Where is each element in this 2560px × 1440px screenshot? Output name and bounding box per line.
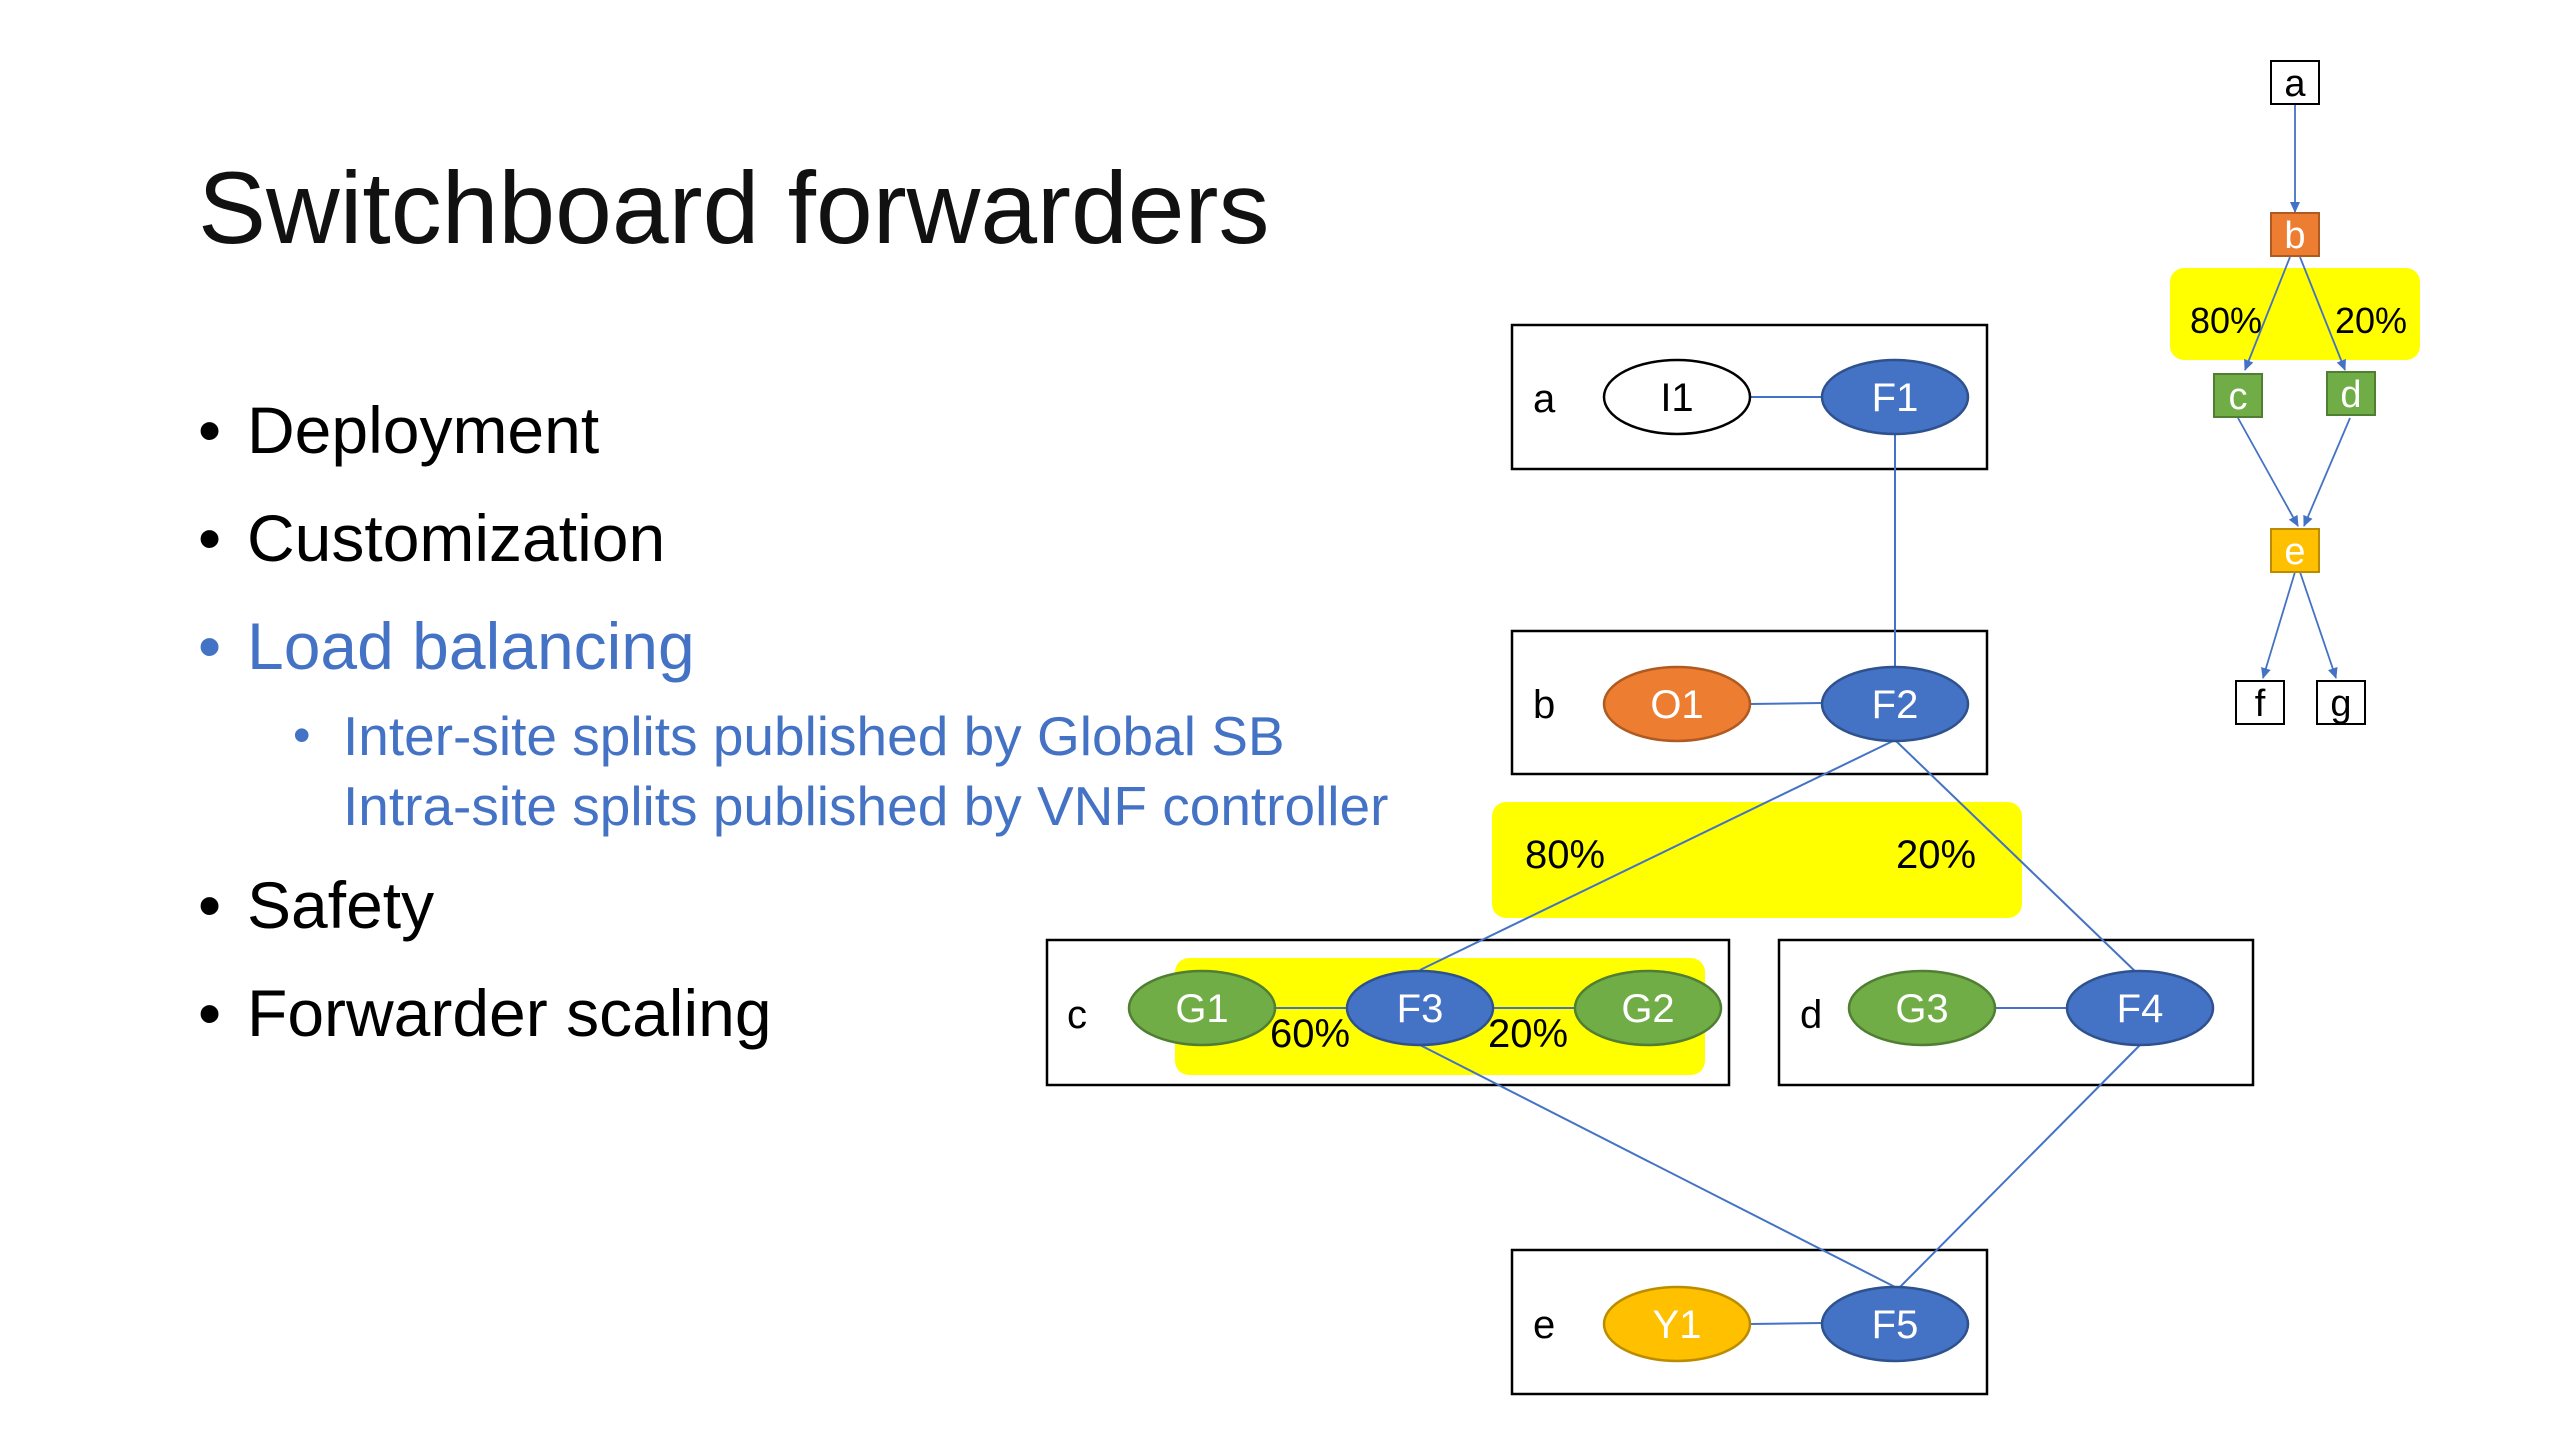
node-f4	[2065, 969, 2215, 1047]
bullet-dot: •	[198, 976, 222, 1050]
bullet-text: Deployment	[247, 393, 600, 467]
bullet-text: Load balancing	[247, 609, 695, 683]
mini-node-a	[2270, 60, 2320, 105]
mini-node-f	[2235, 680, 2285, 725]
edge-f2-f3	[1419, 739, 1896, 971]
node-label-i1: I1	[1660, 376, 1693, 420]
node-f3	[1345, 969, 1495, 1047]
mini-label-c: c	[2229, 376, 2248, 418]
split-labels: 80% 20% 60% 20%	[1270, 833, 1976, 1056]
mini-split-right: 20%	[2335, 300, 2407, 341]
node-y1	[1602, 1285, 1752, 1363]
inter-split-left: 80%	[1525, 833, 1605, 877]
mini-label-e: e	[2284, 531, 2305, 573]
edge-f2-f4	[1894, 739, 2141, 977]
mini-node-c	[2213, 373, 2263, 418]
site-label-e: e	[1533, 1303, 1555, 1347]
node-g2	[1573, 969, 1723, 1047]
mini-split-labels: 80% 20%	[2190, 300, 2407, 341]
site-box-a	[1510, 323, 1989, 471]
site-label-c: c	[1067, 993, 1087, 1037]
site-label-a: a	[1533, 377, 1556, 421]
node-g1	[1127, 969, 1277, 1047]
bullet-dot: •	[198, 393, 222, 467]
mini-label-f: f	[2255, 683, 2266, 725]
bullet-text: Forwarder scaling	[247, 976, 772, 1050]
site-labels: a b c d e	[1067, 377, 1822, 1347]
slide-title: Switchboard forwarders	[198, 151, 1270, 265]
node-label-g1: G1	[1175, 987, 1228, 1031]
intra-split-right: 20%	[1488, 1012, 1568, 1056]
edge-o1-f2	[1749, 702, 1823, 705]
mini-edge-b-c	[2244, 256, 2291, 371]
mini-edge-b-d	[2299, 256, 2346, 371]
bullet-dot: •	[198, 609, 222, 683]
sub-bullet-line-2: Intra-site splits published by VNF contr…	[343, 775, 1389, 837]
mini-label-d: d	[2340, 374, 2361, 416]
node-labels: I1 F1 O1 F2 G1 F3 G2 G3 F4 Y1 F5	[1175, 376, 2163, 1347]
edge-y1-f5	[1749, 1322, 1823, 1325]
node-label-f3: F3	[1397, 987, 1444, 1031]
edges	[1275, 396, 2141, 1325]
mini-edge-e-g	[2299, 571, 2338, 679]
mini-graph-labels: a b c d e f g	[2229, 63, 2362, 725]
site-box-b	[1510, 629, 1989, 776]
mini-node-d	[2326, 371, 2376, 416]
site-label-b: b	[1533, 683, 1555, 727]
mini-edge-c-e	[2237, 417, 2299, 527]
mini-label-g: g	[2330, 683, 2351, 725]
inter-split-right: 20%	[1896, 833, 1976, 877]
node-label-g2: G2	[1621, 987, 1674, 1031]
mini-graph-edges	[2237, 105, 2351, 679]
node-shapes	[1127, 358, 2215, 1363]
sub-bullet-dot: •	[293, 707, 311, 763]
intra-split-left: 60%	[1270, 1012, 1350, 1056]
bullet-dot: •	[198, 868, 222, 942]
node-label-f4: F4	[2117, 987, 2164, 1031]
mini-node-g	[2316, 680, 2366, 725]
mini-split-highlight	[2170, 268, 2420, 360]
node-g3	[1847, 969, 1997, 1047]
node-label-f1: F1	[1872, 376, 1919, 420]
bullet-text: Customization	[247, 501, 666, 575]
site-box-e	[1510, 1248, 1989, 1396]
node-label-o1: O1	[1650, 683, 1703, 727]
node-label-y1: Y1	[1653, 1303, 1702, 1347]
mini-edge-e-f	[2261, 571, 2296, 679]
mini-split-left: 80%	[2190, 300, 2262, 341]
mini-node-e	[2270, 528, 2320, 573]
node-label-f5: F5	[1872, 1303, 1919, 1347]
bullet-dot: •	[198, 501, 222, 575]
node-o1	[1602, 665, 1752, 743]
edge-f4-f5	[1899, 1044, 2141, 1288]
mini-graph-nodes	[2213, 60, 2376, 725]
sub-bullet-line-1: Inter-site splits published by Global SB	[343, 705, 1285, 767]
node-label-g3: G3	[1895, 987, 1948, 1031]
node-f1	[1820, 358, 1970, 436]
node-i1	[1602, 358, 1752, 436]
site-box-c	[1045, 938, 1731, 1087]
node-f5	[1820, 1285, 1970, 1363]
inter-site-split-highlight	[1492, 802, 2022, 918]
edge-f3-f5	[1419, 1044, 1896, 1288]
node-f2	[1820, 665, 1970, 743]
node-label-f2: F2	[1872, 683, 1919, 727]
mini-node-b	[2270, 212, 2320, 257]
site-box-d	[1777, 938, 2255, 1087]
mini-label-b: b	[2284, 215, 2305, 257]
mini-edge-d-e	[2303, 417, 2351, 527]
mini-label-a: a	[2284, 63, 2306, 105]
site-label-d: d	[1800, 993, 1822, 1037]
bullet-text: Safety	[247, 868, 435, 942]
